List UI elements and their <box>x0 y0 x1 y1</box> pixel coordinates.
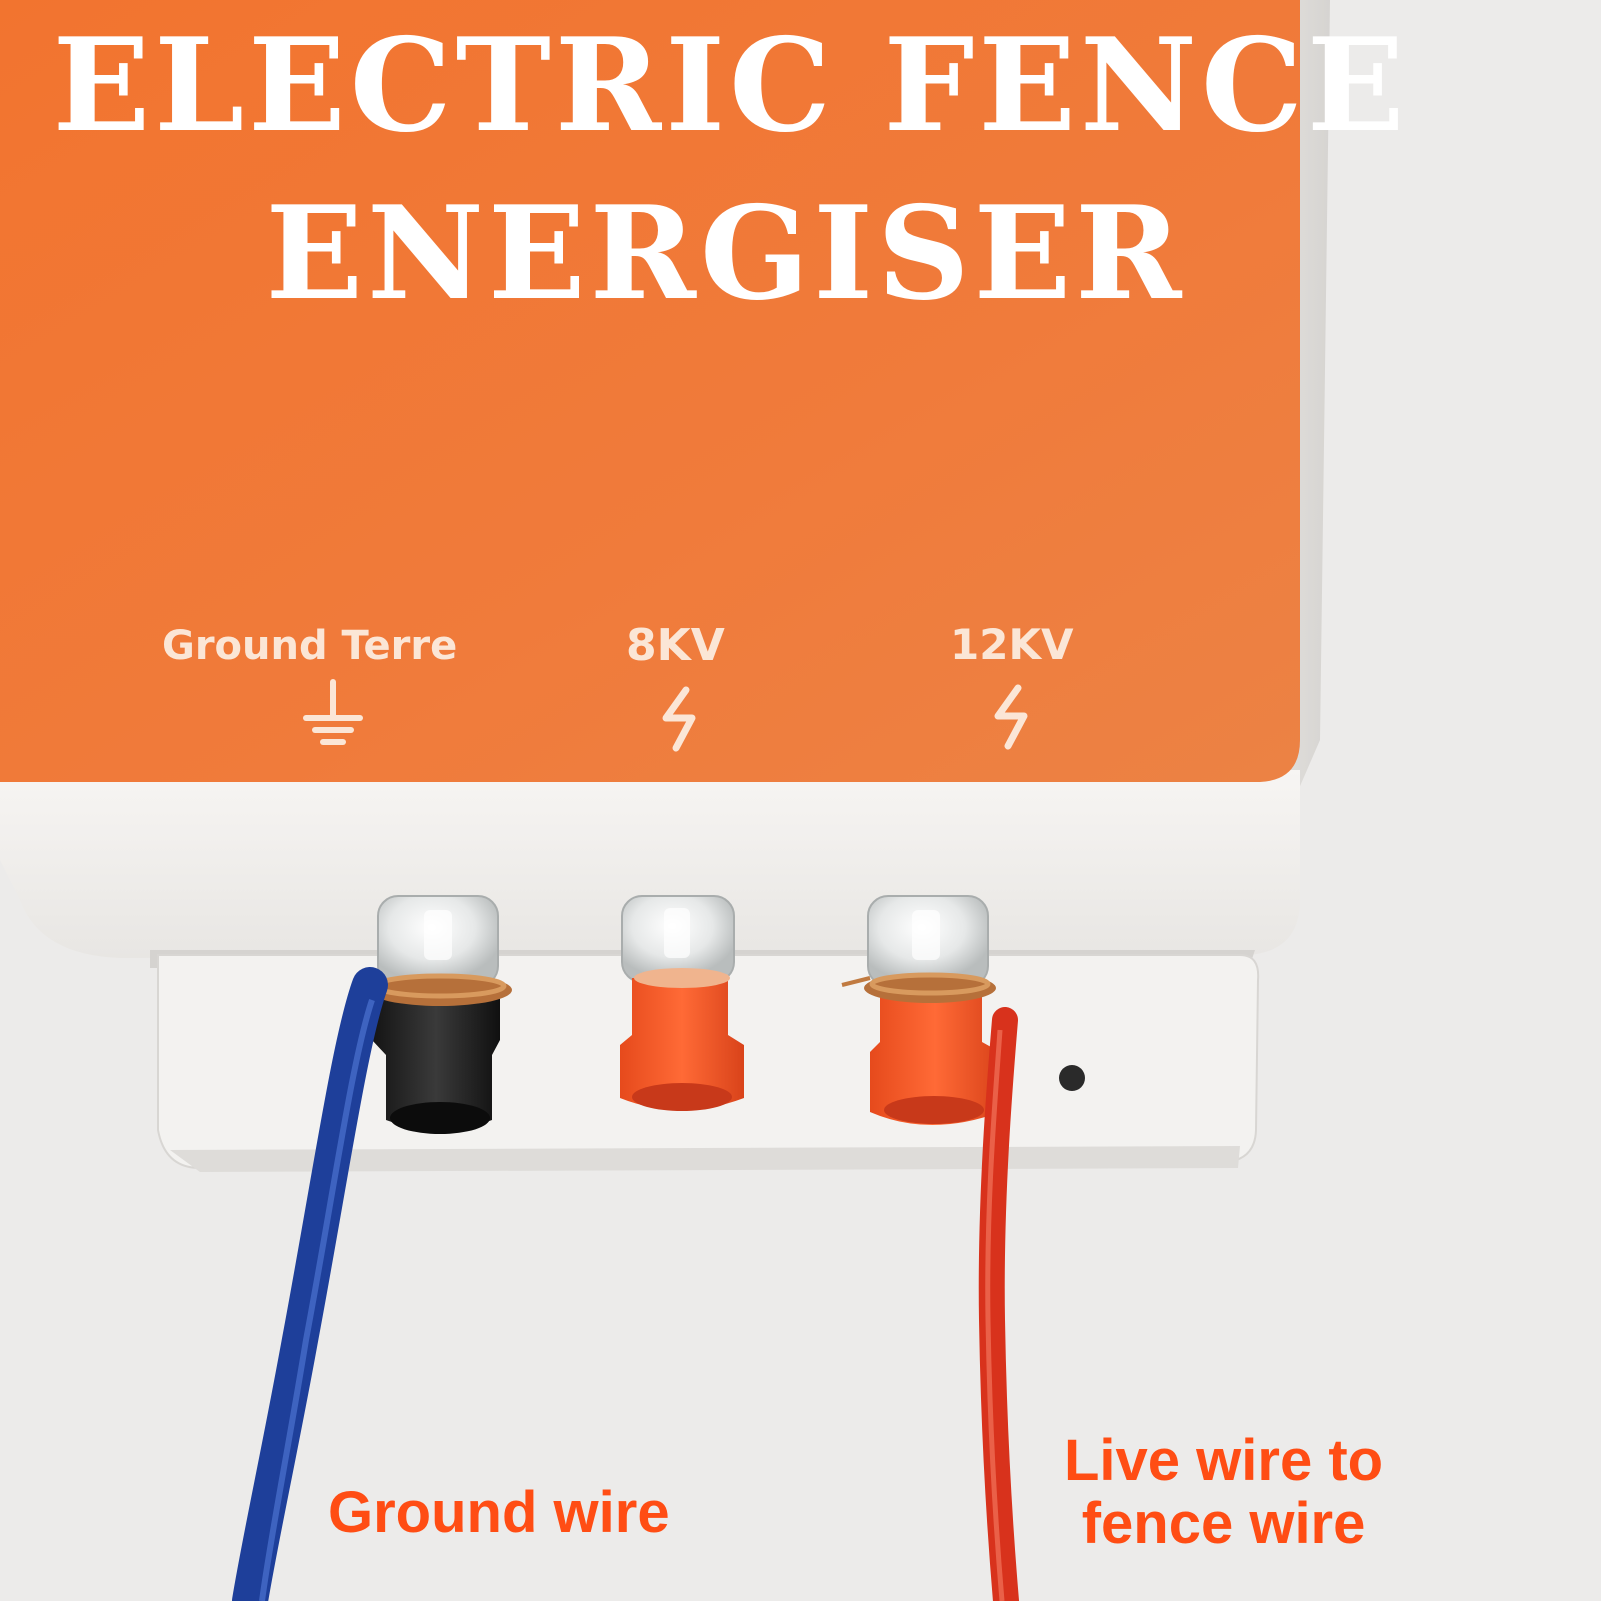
mounting-hole <box>1059 1065 1085 1091</box>
terminal-label-8kv: 8KV <box>626 620 725 671</box>
live-wire-highlight <box>985 1029 1005 1601</box>
live-wire <box>978 1007 1019 1601</box>
label-panel <box>0 0 1300 782</box>
terminal-label-12kv: 12KV <box>950 620 1074 669</box>
caption-live-wire-line1: Live wire to <box>1064 1428 1384 1493</box>
terminal-8kv <box>620 895 744 1111</box>
bracket-bottom-edge <box>170 1146 1240 1172</box>
product-title-line2: ENERGISER <box>265 179 1186 329</box>
ground-symbol-icon <box>303 679 363 745</box>
caption-live-wire: Live wire to fence wire <box>1064 1428 1384 1556</box>
caption-live-wire-line2: fence wire <box>1081 1490 1366 1556</box>
lightning-bolt-icon <box>994 684 1028 750</box>
ground-wire <box>232 967 388 1601</box>
product-title-line1: ELECTRIC FENCE <box>52 11 1409 161</box>
ground-terminal <box>368 895 512 1134</box>
ground-wire-highlight <box>259 999 375 1601</box>
caption-ground-wire: Ground wire <box>328 1480 670 1545</box>
lightning-bolt-icon <box>662 686 696 752</box>
terminal-12kv <box>841 895 1000 1125</box>
terminal-label-ground: Ground Terre <box>162 623 458 669</box>
